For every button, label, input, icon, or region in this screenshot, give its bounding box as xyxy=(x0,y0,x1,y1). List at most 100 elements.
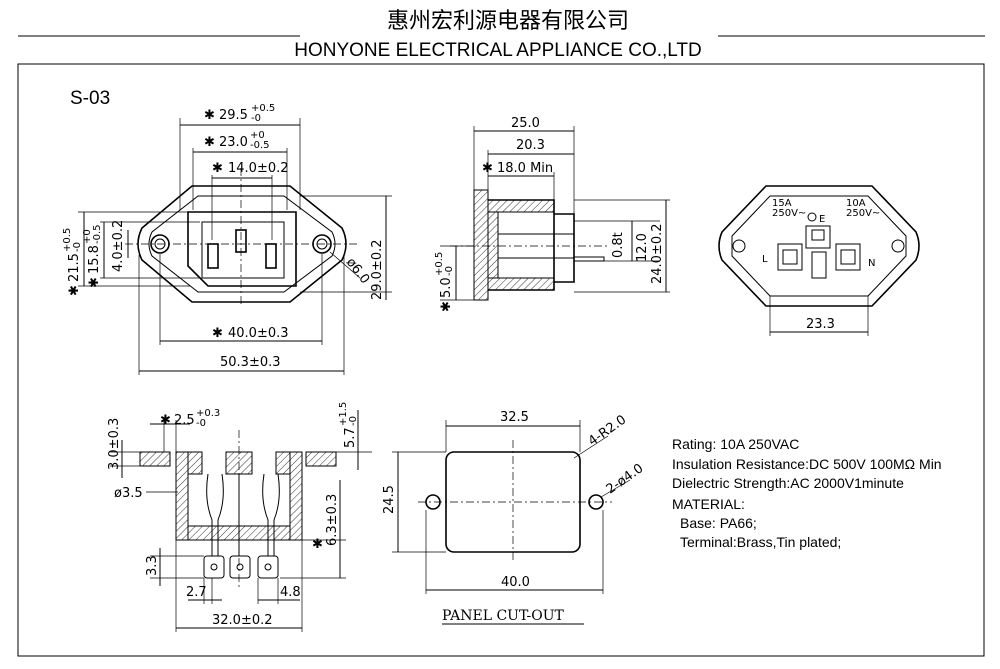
dim-3-3: 3.3 xyxy=(145,555,160,576)
dim-2-5-star: ✱ xyxy=(160,413,171,428)
dim-25-0: 25.0 xyxy=(511,116,540,131)
spec-rating: Rating: 10A 250VAC xyxy=(672,436,799,452)
company-name-en: HONYONE ELECTRICAL APPLIANCE CO.,LTD xyxy=(294,40,702,61)
dim-5-7-tol-dn: -0 xyxy=(348,416,359,426)
section-flange-right xyxy=(305,451,337,467)
drawing-frame xyxy=(17,63,985,657)
section-tab-live xyxy=(203,555,225,579)
dim-phi3-5: ø3.5 xyxy=(114,486,143,501)
earth-symbol-icon xyxy=(807,212,817,222)
rear-terminal-live-inner xyxy=(782,249,798,265)
front-view: ✱ 29.5 +0.5 -0 ✱ 23.0 +0 -0.5 ✱ 14.0±0.2… xyxy=(62,103,392,375)
section-view: ✱ 2.5 +0.3 -0 3.0±0.3 ø3.5 5.7 +1.5 -0 ✱… xyxy=(107,402,372,632)
panel-cutout-view: 32.5 24.5 40.0 4-R2.0 2-ø4.0 PANEL CUT-O… xyxy=(382,410,646,625)
dim-14: 14.0±0.2 xyxy=(228,161,289,176)
rear-terminal-neutral xyxy=(835,243,861,271)
panel-cutout-label: PANEL CUT-OUT xyxy=(442,608,565,624)
dim-29-5-tol-up: +0.5 xyxy=(251,103,275,114)
section-tab-hole-1 xyxy=(210,563,218,571)
dim-40: 40.0±0.3 xyxy=(228,326,289,341)
dim-40-0-cut: 40.0 xyxy=(501,575,530,590)
dim-6-3-star: ✱ xyxy=(312,537,323,552)
dim-5-0-tol-up: +0.5 xyxy=(434,252,445,276)
inlet-cavity xyxy=(201,221,285,279)
rear-terminal-earth xyxy=(805,225,831,249)
dim-2-5-tol-dn: -0 xyxy=(196,418,206,429)
spec-terminal: Terminal:Brass,Tin plated; xyxy=(680,534,841,550)
dim-14-star: ✱ xyxy=(212,161,223,176)
dim-5-0-star: ✱ xyxy=(439,301,454,312)
front-flange-outline xyxy=(137,185,347,303)
dim-3-0: 3.0±0.3 xyxy=(107,418,122,470)
dim-21-5: 21.5 xyxy=(67,253,82,282)
front-flange-inner xyxy=(148,195,336,293)
section-tab-hole-2 xyxy=(236,563,244,571)
pin-neutral xyxy=(265,243,277,269)
pin-live xyxy=(207,243,219,269)
dim-32-0: 32.0±0.2 xyxy=(212,613,273,628)
dim-50-3: 50.3±0.3 xyxy=(220,355,281,370)
rear-earth-label: E xyxy=(819,214,825,225)
dim-15-8-tol-dn: -0.5 xyxy=(92,224,103,244)
rear-rating-10a: 10A xyxy=(846,198,866,209)
side-view: 25.0 20.3 ✱ 18.0 Min 0.8t 12.0 24.0±0.2 … xyxy=(434,116,670,312)
rear-view: 15A 250V~ 10A 250V~ E L N 23.3 xyxy=(718,185,920,336)
dim-21-5-tol-dn: -0 xyxy=(72,242,83,252)
side-body-front-wall xyxy=(487,211,499,279)
dim-4-r2: 4-R2.0 xyxy=(586,413,630,450)
rear-terminal-earth-inner xyxy=(811,229,825,241)
dim-29-0: 29.0±0.2 xyxy=(370,239,385,300)
dim-5-0-tol-dn: -0 xyxy=(444,266,455,276)
company-name-cn: 惠州宏利源电器有限公司 xyxy=(387,9,629,34)
dim-6-3: 6.3±0.3 xyxy=(325,494,340,546)
dim-21-5-star: ✱ xyxy=(67,285,82,296)
dim-5-0: 5.0 xyxy=(439,277,454,298)
dim-24-0: 24.0±0.2 xyxy=(650,223,665,284)
dim-21-5-tol-up: +0.5 xyxy=(62,228,73,252)
dim-4-0: 4.0±0.2 xyxy=(111,220,126,272)
rear-flange-outline xyxy=(718,185,920,307)
spec-dielectric: Dielectric Strength:AC 2000V1minute xyxy=(672,475,904,491)
side-body-top-wall xyxy=(487,199,555,213)
dim-18-0: 18.0 Min xyxy=(497,161,553,176)
dim-2-5: 2.5 xyxy=(174,413,195,428)
dim-29-5: 29.5 xyxy=(219,108,248,123)
dim-18-star: ✱ xyxy=(482,161,493,176)
dim-23-tol-dn: -0.5 xyxy=(250,140,270,151)
section-tab-neutral xyxy=(257,555,279,579)
rear-center-rib xyxy=(811,251,827,279)
side-terminal-tab xyxy=(573,256,605,262)
rear-mount-hole-right xyxy=(891,239,905,253)
inlet-opening xyxy=(187,211,297,287)
rear-live-label: L xyxy=(762,254,768,265)
dim-5-7-tol-up: +1.5 xyxy=(338,402,349,426)
leader-r2 xyxy=(573,435,609,459)
spec-base: Base: PA66; xyxy=(680,515,757,531)
dim-24-5: 24.5 xyxy=(382,485,397,514)
dim-40-star: ✱ xyxy=(212,326,223,341)
title-block: 惠州宏利源电器有限公司 HONYONE ELECTRICAL APPLIANCE… xyxy=(18,9,985,61)
rear-voltage-right: 250V~ xyxy=(846,208,880,219)
side-flange xyxy=(473,189,489,301)
section-rib-1 xyxy=(187,451,203,475)
section-rib-3 xyxy=(275,451,291,475)
section-flange-left xyxy=(139,451,171,467)
dim-15-8-tol-up: +0 xyxy=(82,229,93,244)
section-tab-earth xyxy=(229,555,251,579)
rear-neutral-label: N xyxy=(868,258,875,269)
dim-2-5-tol-up: +0.3 xyxy=(196,408,220,419)
dim-23-3: 23.3 xyxy=(806,317,835,332)
dim-29-5-star: ✱ xyxy=(204,108,215,123)
leader-phi6 xyxy=(329,251,361,279)
dim-32-5: 32.5 xyxy=(500,410,529,425)
section-tab-hole-3 xyxy=(264,563,272,571)
section-wall-right xyxy=(289,451,303,541)
dim-15-8: 15.8 xyxy=(87,245,102,274)
rear-terminal-live xyxy=(777,243,803,271)
dim-0-8t: 0.8t xyxy=(611,232,626,258)
section-pin-neutral xyxy=(262,473,280,556)
rear-mount-hole-left xyxy=(732,239,746,253)
spec-material-title: MATERIAL: xyxy=(672,496,745,512)
dim-4-8: 4.8 xyxy=(280,585,301,600)
